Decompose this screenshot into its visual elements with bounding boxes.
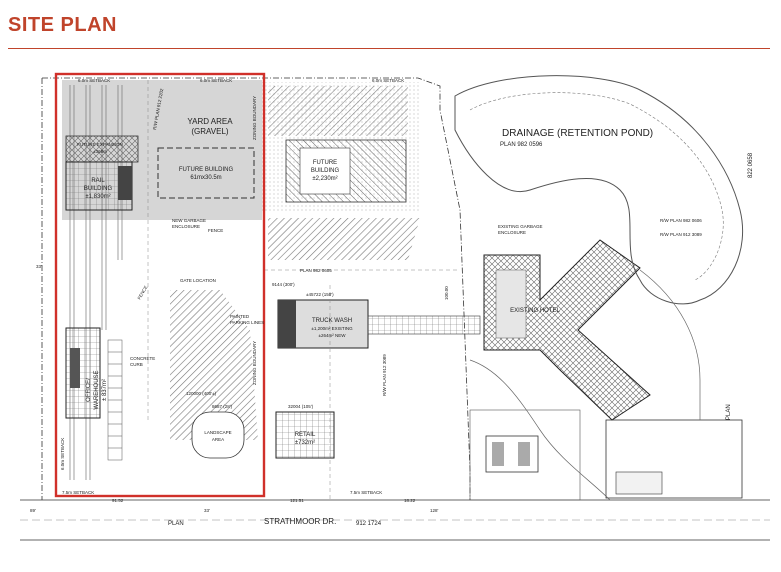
office-label-2: WAREHOUSE bbox=[94, 370, 100, 409]
truck-wash-approach bbox=[367, 315, 481, 335]
title-underline bbox=[8, 48, 770, 49]
fence-label: FENCE bbox=[208, 228, 223, 233]
page-title: SITE PLAN bbox=[8, 14, 117, 36]
hatched-area-mid bbox=[268, 218, 420, 260]
landscape-label: LANDSCAPE bbox=[204, 430, 231, 435]
truck-wash-size: ±1,200m² EXISTING bbox=[311, 326, 353, 331]
dim-91-52: 91.52 bbox=[112, 498, 124, 503]
site-boundary bbox=[54, 72, 266, 498]
drainage-label: DRAINAGE (RETENTION POND) bbox=[502, 128, 653, 139]
setback-left: 6.0m SETBACK bbox=[60, 438, 65, 470]
south-east-building bbox=[605, 419, 743, 499]
future-building-east-size: ±2,230m² bbox=[312, 176, 337, 182]
dim-33-top: 33' bbox=[36, 264, 42, 269]
concrete-curb-label-2: CURB bbox=[130, 362, 143, 367]
office-dark-block bbox=[70, 348, 80, 388]
dim-9144: 9144 (300') bbox=[272, 282, 295, 287]
painted-parking-label: PAINTED bbox=[230, 314, 250, 319]
zoning-boundary-bottom: ZONING BOUNDARY bbox=[252, 341, 257, 385]
future-expansion-size: ±368m bbox=[93, 149, 107, 154]
retail-building bbox=[275, 411, 335, 459]
dim-120000: 120000 (400'±) bbox=[186, 391, 217, 396]
setback-bottom-left: 7.5m SETBACK bbox=[62, 490, 94, 495]
dim-100: 100.00 bbox=[444, 286, 449, 300]
new-garbage-label: NEW GARBAGE bbox=[172, 218, 206, 223]
concrete-curb-label: CONCRETE bbox=[130, 356, 155, 361]
zoning-boundary-top: ZONING BOUNDARY bbox=[252, 96, 257, 140]
truck-wash-new: ±264m² NEW bbox=[319, 333, 347, 338]
dim-89: 89' bbox=[30, 508, 36, 513]
rw-plan-912-3089: R/W PLAN 912 3089 bbox=[660, 232, 702, 237]
new-garbage-label-2: ENCLOSURE bbox=[172, 224, 200, 229]
painted-parking-label-2: PARKING LINES bbox=[230, 320, 264, 325]
dim-121-51: 121.51 bbox=[290, 498, 304, 503]
plan-982-0596: PLAN 982 0596 bbox=[500, 142, 543, 148]
landscape-area bbox=[191, 411, 245, 459]
yard-area-sub-label: (GRAVEL) bbox=[191, 127, 229, 136]
rw-plan-912-3089-mid: R/W PLAN 912 3089 bbox=[382, 354, 387, 396]
rail-building-size: ±1,830m² bbox=[85, 194, 110, 200]
future-building-label: FUTURE BUILDING bbox=[179, 167, 234, 173]
dim-45722: ±45722 (150') bbox=[306, 292, 334, 297]
rail-building-label: RAIL bbox=[91, 178, 105, 184]
existing-garbage-label: EXISTING GARBAGE bbox=[498, 224, 543, 229]
strathmoor-label: STRATHMOOR DR. bbox=[264, 517, 336, 526]
plan-left-label: PLAN bbox=[168, 521, 184, 527]
plan-982-0605: PLAN 982 0605 bbox=[300, 268, 332, 273]
yard-area-label: YARD AREA bbox=[187, 117, 233, 126]
future-building-east-label: FUTURE bbox=[313, 160, 337, 166]
plan-right-label: PLAN bbox=[726, 404, 732, 420]
parking-stalls-left bbox=[107, 339, 123, 461]
future-building-main bbox=[157, 147, 255, 199]
dim-8687: 8687 (28') bbox=[212, 404, 233, 409]
parking-hatch-center bbox=[170, 290, 258, 440]
dim-33-bottom: 33' bbox=[204, 508, 210, 513]
truck-wash-label: TRUCK WASH bbox=[312, 318, 352, 324]
dim-128: 128' bbox=[430, 508, 439, 513]
hatched-area-top bbox=[268, 86, 408, 136]
existing-hotel-label: EXISTING HOTEL bbox=[510, 308, 560, 314]
rail-building-dark bbox=[118, 166, 132, 200]
retention-pond bbox=[454, 75, 744, 305]
fence-label-2: FENCE bbox=[137, 285, 149, 301]
retail-label: RETAIL bbox=[295, 432, 316, 438]
gas-canopy bbox=[485, 435, 539, 473]
rw-plan-982-0606: R/W PLAN 982 0606 bbox=[660, 218, 702, 223]
rail-building-label-2: BUILDING bbox=[84, 186, 113, 192]
existing-garbage-label-2: ENCLOSURE bbox=[498, 230, 526, 235]
plan-912-1724: 912 1724 bbox=[356, 521, 382, 527]
office-label: OFFICE/ bbox=[86, 378, 92, 402]
setback-top-right: 6.0m SETBACK bbox=[372, 78, 404, 83]
retail-size: ±732m² bbox=[295, 440, 315, 446]
setback-top-mid: 6.0m SETBACK bbox=[200, 78, 232, 83]
future-building-east-label-2: BUILDING bbox=[311, 168, 340, 174]
future-building-size: 61mx30.5m bbox=[190, 175, 221, 181]
dim-32004: 32004 (105') bbox=[288, 404, 314, 409]
setback-bottom-mid: 7.5m SETBACK bbox=[350, 490, 382, 495]
dim-18-22: 18.22 bbox=[404, 498, 416, 503]
setback-top-left: 6.0m SETBACK bbox=[78, 78, 110, 83]
plan-822-0658: 822 0658 bbox=[748, 152, 754, 178]
landscape-label-2: AREA bbox=[212, 437, 224, 442]
future-expansion-label: FUTURE EXPANSION bbox=[77, 142, 122, 147]
office-size: ± 837m² bbox=[102, 379, 108, 401]
gate-location-label: GATE LOCATION bbox=[180, 278, 216, 283]
